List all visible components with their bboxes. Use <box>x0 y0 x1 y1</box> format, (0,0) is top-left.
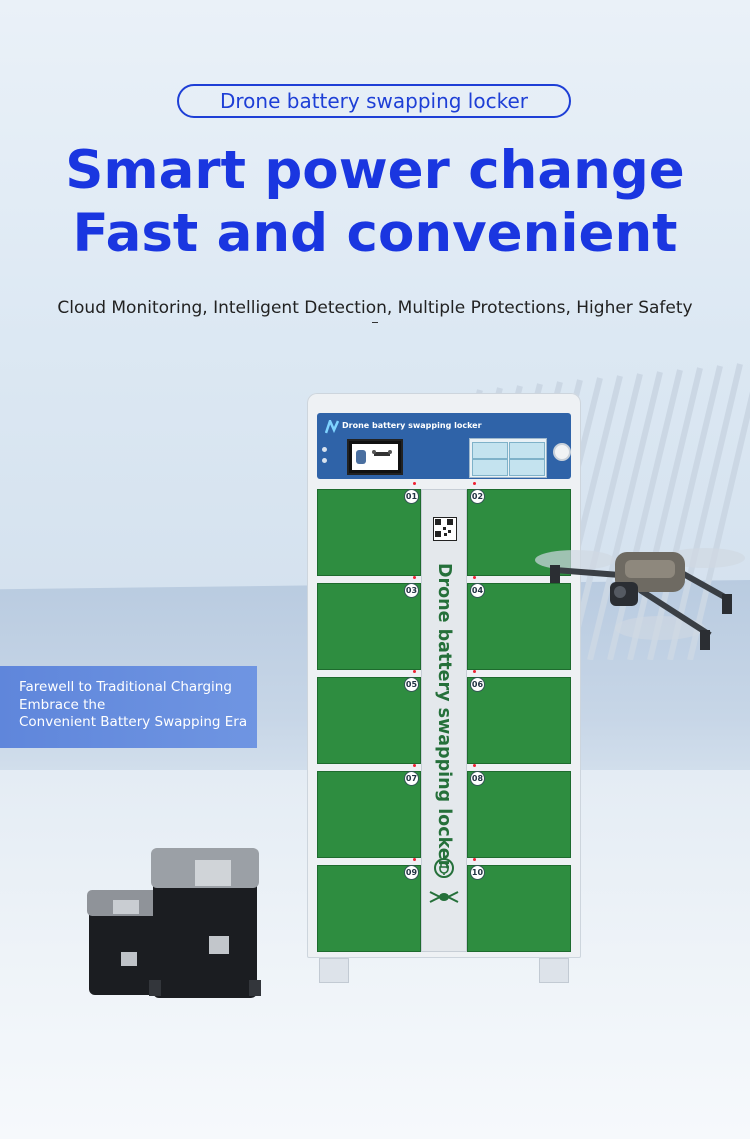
headline-line-1: Smart power change <box>65 140 685 201</box>
center-strip: Drone battery swapping locker <box>421 489 467 952</box>
divider-dash <box>372 322 378 323</box>
door-number: 06 <box>470 677 485 692</box>
drone-user-illustration-icon <box>356 450 392 464</box>
battery-locker: Drone battery swapping locker <box>307 393 581 983</box>
side-banner: Farewell to Traditional Charging Embrace… <box>0 666 257 748</box>
control-panel: Drone battery swapping locker <box>317 413 571 479</box>
door-number: 02 <box>470 489 485 504</box>
locker-door-08[interactable]: 08 <box>467 764 571 858</box>
instruction-sheet <box>469 438 547 478</box>
locker-door-05[interactable]: 05 <box>317 670 421 764</box>
locker-door-06[interactable]: 06 <box>467 670 571 764</box>
background-slats <box>470 363 750 660</box>
drone-emblem-icon <box>429 891 459 903</box>
door-number: 05 <box>404 677 419 692</box>
door-number: 08 <box>470 771 485 786</box>
vertical-locker-label: Drone battery swapping locker <box>434 563 454 869</box>
door-number: 07 <box>404 771 419 786</box>
brand-logo-icon <box>325 420 339 434</box>
category-badge: Drone battery swapping locker <box>177 84 571 118</box>
door-number: 04 <box>470 583 485 598</box>
locker-foot-right <box>539 958 569 983</box>
power-plug-icon <box>434 858 454 878</box>
door-number: 01 <box>404 489 419 504</box>
side-banner-line-1: Farewell to Traditional Charging <box>19 679 232 695</box>
category-badge-label: Drone battery swapping locker <box>219 89 528 113</box>
screen-display <box>352 444 398 470</box>
locker-cabinet: Drone battery swapping locker <box>307 393 581 958</box>
panel-title: Drone battery swapping locker <box>342 421 482 430</box>
indicator-light-icon <box>322 447 327 452</box>
locker-door-03[interactable]: 03 <box>317 576 421 670</box>
locker-foot-left <box>319 958 349 983</box>
locker-door-07[interactable]: 07 <box>317 764 421 858</box>
headline-line-2: Fast and convenient <box>72 203 678 264</box>
door-number: 09 <box>404 865 419 880</box>
indicator-light-icon <box>322 458 327 463</box>
touch-screen[interactable] <box>347 439 403 475</box>
drone-icon <box>535 548 745 650</box>
side-banner-line-2: Embrace the <box>19 696 106 713</box>
qr-code-icon <box>433 517 457 541</box>
battery-case-icon <box>87 848 261 998</box>
door-number: 10 <box>470 865 485 880</box>
locker-door-04[interactable]: 04 <box>467 576 571 670</box>
side-banner-line-3: Convenient Battery Swapping Era <box>19 714 248 730</box>
locker-door-10[interactable]: 10 <box>467 858 571 952</box>
door-number: 03 <box>404 583 419 598</box>
locker-door-09[interactable]: 09 <box>317 858 421 952</box>
feature-subline: Cloud Monitoring, Intelligent Detection,… <box>57 298 693 318</box>
card-scanner-icon[interactable] <box>553 443 571 461</box>
locker-door-01[interactable]: 01 <box>317 482 421 576</box>
